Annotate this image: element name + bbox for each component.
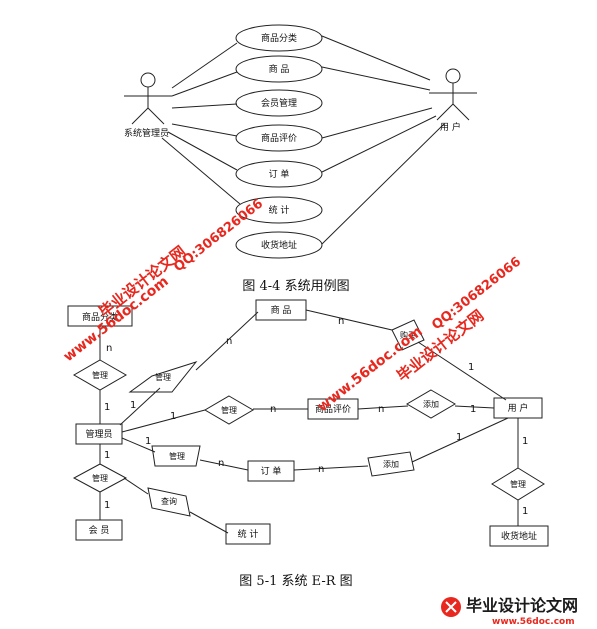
watermark-left: 毕业设计论文网 <box>95 242 189 321</box>
card-admin-product: 1 <box>130 400 136 411</box>
usecase-ellipse-category <box>235 24 323 52</box>
card-user-order: 1 <box>456 432 462 443</box>
watermark-left-qq-group: QQ:306826066 <box>171 196 266 275</box>
usecase-caption: 图 4-4 系统用例图 <box>242 279 349 294</box>
usecase-ellipse-stats <box>235 196 323 224</box>
user-links <box>321 35 445 245</box>
actor-admin-figure <box>124 72 172 125</box>
card-review-user: n <box>378 404 384 415</box>
actor-user-label: 用 户 <box>440 121 461 133</box>
rel-manage-address-diamond <box>491 467 545 501</box>
entity-stats-label: 统 计 <box>238 528 259 540</box>
entity-order-label: 订 单 <box>261 465 282 477</box>
entity-user-box <box>493 397 543 419</box>
rel-query-label: 查询 <box>161 496 177 506</box>
entity-user-label: 用 户 <box>508 402 529 414</box>
er-caption: 图 5-1 系统 E-R 图 <box>239 574 352 589</box>
admin-links <box>161 42 241 205</box>
entity-category-label: 商品分类 <box>82 311 118 323</box>
rel-manage-member-label: 管理 <box>92 473 108 483</box>
usecase-member-label: 会员管理 <box>261 97 297 109</box>
entity-product-label: 商 品 <box>271 304 292 316</box>
usecase-review-label: 商品评价 <box>261 132 297 144</box>
rel-manage-review-label: 管理 <box>221 405 237 415</box>
entity-stats-box <box>225 523 271 545</box>
entity-category-box <box>67 305 133 327</box>
rel-add-review-diamond <box>406 389 456 419</box>
entity-admin-label: 管理员 <box>85 428 112 440</box>
rel-manage-product-label: 管理 <box>155 372 171 382</box>
logo-title: 毕业设计论文网 <box>466 596 578 615</box>
rel-query-diamond <box>147 487 191 517</box>
rel-purchase-diamond <box>391 319 425 351</box>
usecase-order-label: 订 单 <box>269 168 290 180</box>
usecase-diagram <box>124 24 477 259</box>
er-diagram <box>67 299 549 547</box>
card-order-admin: n <box>218 458 224 469</box>
entity-address-box <box>489 525 549 547</box>
rel-manage-order-label: 管理 <box>169 451 185 461</box>
entity-member-label: 会 员 <box>89 524 110 536</box>
actor-admin-label: 系统管理员 <box>124 127 169 139</box>
card-admin-review: 1 <box>170 411 176 422</box>
usecase-ellipse-address <box>235 231 323 259</box>
entity-member-box <box>75 519 123 541</box>
logo-mark-icon <box>441 597 461 617</box>
watermark-left-qq: QQ:306826066 <box>171 196 266 275</box>
watermark-left-url-group: www.56doc.com <box>61 273 172 365</box>
rel-manage-member-diamond <box>72 463 128 493</box>
card-user-product: 1 <box>468 362 474 373</box>
card-user-address: 1 <box>522 436 528 447</box>
usecase-product-label: 商 品 <box>269 63 290 75</box>
card-review-admin: n <box>270 404 276 415</box>
rel-add-review-label: 添加 <box>423 399 439 409</box>
entity-product-box <box>255 299 307 321</box>
rel-manage-order-diamond <box>151 445 201 467</box>
rel-add-order-label: 添加 <box>383 459 399 469</box>
actor-user-figure <box>429 68 477 121</box>
card-address-user: 1 <box>522 506 528 517</box>
watermark-left-url: www.56doc.com <box>61 273 172 365</box>
entity-address-label: 收货地址 <box>501 530 537 542</box>
rel-manage-category-label: 管理 <box>92 370 108 380</box>
entity-review-label: 商品评价 <box>315 403 351 415</box>
card-user-review: 1 <box>470 404 476 415</box>
entity-review-box <box>307 398 359 420</box>
card-product-admin: n <box>226 336 232 347</box>
rel-purchase-label: 购买 <box>400 330 416 340</box>
rel-manage-address-label: 管理 <box>510 479 526 489</box>
card-admin-order: 1 <box>145 436 151 447</box>
usecase-ellipse-product <box>235 55 323 83</box>
watermark-left-site: 毕业设计论文网 <box>95 242 189 321</box>
rel-add-order-diamond <box>367 451 415 477</box>
card-category: n <box>106 343 112 354</box>
card-member-admin: 1 <box>104 500 110 511</box>
card-admin-member: 1 <box>104 450 110 461</box>
usecase-category-label: 商品分类 <box>261 32 297 44</box>
entity-order-box <box>247 460 295 482</box>
card-admin-category: 1 <box>104 402 110 413</box>
logo-url: www.56doc.com <box>492 617 575 627</box>
usecase-stats-label: 统 计 <box>269 204 290 216</box>
usecase-address-label: 收货地址 <box>261 239 297 251</box>
usecase-ellipse-order <box>235 160 323 188</box>
usecase-ellipse-member <box>235 89 323 117</box>
rel-manage-category-diamond <box>72 359 128 391</box>
site-logo: 毕业设计论文网 www.56doc.com <box>441 596 578 627</box>
rel-manage-product-diamond <box>128 361 198 393</box>
card-product-user: n <box>338 316 344 327</box>
card-order-user: n <box>318 464 324 475</box>
rel-manage-review-diamond <box>204 395 254 425</box>
er-links <box>99 309 519 534</box>
entity-admin-box <box>75 423 123 445</box>
